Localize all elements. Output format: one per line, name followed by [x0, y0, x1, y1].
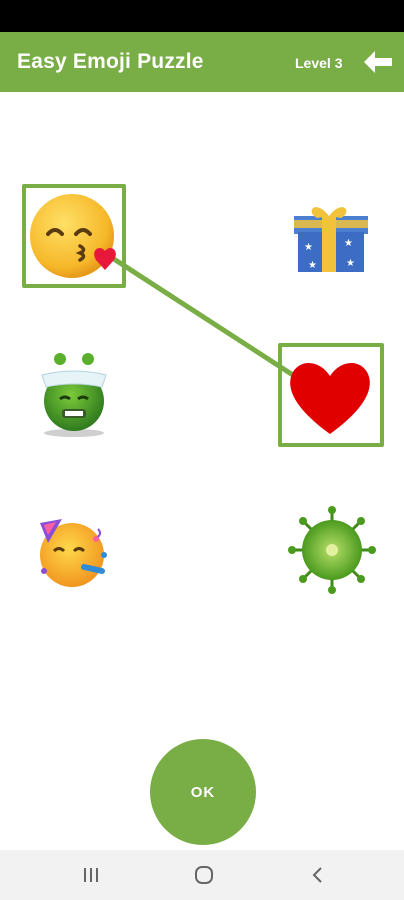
kissing-face-emoji[interactable] [26, 190, 122, 286]
selection-box-left [22, 184, 126, 288]
svg-text:★: ★ [344, 238, 353, 249]
svg-text:★: ★ [308, 260, 317, 271]
recent-apps-icon[interactable] [80, 864, 102, 886]
red-heart-emoji[interactable] [284, 348, 380, 444]
partying-face-emoji[interactable] [26, 503, 122, 599]
app-bar [0, 32, 404, 92]
app-title: Easy Emoji Puzzle [17, 50, 204, 73]
back-button[interactable] [362, 48, 394, 76]
home-icon[interactable] [193, 864, 215, 886]
sick-alien-face-emoji[interactable] [26, 345, 122, 441]
gift-box-emoji[interactable]: ★ ★ ★ ★ [284, 190, 380, 286]
svg-text:★: ★ [304, 242, 313, 253]
system-nav-bar [0, 850, 404, 900]
arrow-left-icon [364, 51, 392, 73]
ok-button[interactable]: OK [150, 739, 256, 845]
status-bar [0, 0, 404, 32]
selection-box-right [278, 343, 384, 447]
level-label: Level 3 [295, 55, 343, 71]
back-chevron-icon[interactable] [307, 864, 329, 886]
virus-emoji[interactable] [284, 502, 380, 598]
svg-text:★: ★ [346, 258, 355, 269]
